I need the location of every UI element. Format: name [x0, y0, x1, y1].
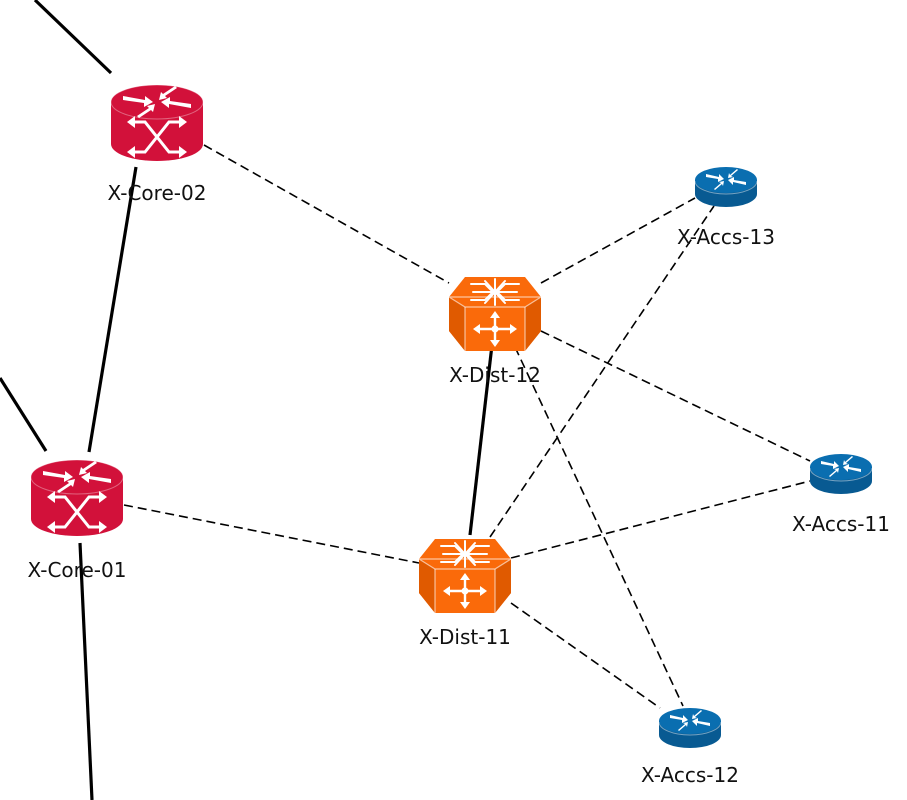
node-label: X-Accs-13: [677, 225, 775, 249]
link-dist11-accs13[interactable]: [489, 205, 715, 538]
link-core02-dist12[interactable]: [203, 144, 450, 284]
link-core02-core01[interactable]: [87, 166, 138, 453]
nodes-layer: X-Core-02 X-Core-01: [28, 84, 890, 787]
core-router-icon[interactable]: [110, 84, 204, 161]
link-dist12-accs13[interactable]: [540, 197, 696, 284]
node-accs13[interactable]: X-Accs-13: [677, 167, 775, 249]
link-dist12-accs11[interactable]: [540, 330, 811, 462]
node-dist11[interactable]: X-Dist-11: [416, 539, 514, 649]
access-router-icon[interactable]: [694, 167, 758, 207]
link-dist12-dist11[interactable]: [468, 344, 494, 536]
link-offscreen-left-core01[interactable]: [0, 377, 48, 452]
node-dist12[interactable]: X-Dist-12: [446, 277, 544, 387]
link-dist11-accs11[interactable]: [510, 480, 811, 559]
node-label: X-Dist-11: [419, 625, 511, 649]
access-router-icon[interactable]: [809, 454, 873, 494]
node-label: X-Core-02: [108, 181, 207, 205]
node-label: X-Core-01: [28, 558, 127, 582]
node-core02[interactable]: X-Core-02: [108, 84, 207, 205]
link-dist11-accs12[interactable]: [510, 602, 661, 709]
link-offscreen-top-left-core02[interactable]: [33, 0, 113, 75]
link-core01-offscreen-bottom[interactable]: [78, 542, 94, 800]
access-router-icon[interactable]: [658, 708, 722, 748]
core-router-icon[interactable]: [30, 459, 124, 536]
node-core01[interactable]: X-Core-01: [28, 459, 127, 582]
node-label: X-Accs-11: [792, 512, 890, 536]
links-layer: [0, 0, 811, 800]
node-accs11[interactable]: X-Accs-11: [792, 454, 890, 536]
node-label: X-Accs-12: [641, 763, 739, 787]
node-accs12[interactable]: X-Accs-12: [641, 708, 739, 787]
link-dist12-accs12[interactable]: [514, 346, 684, 707]
distribution-switch-icon[interactable]: [446, 277, 544, 351]
link-core01-dist11[interactable]: [123, 504, 420, 564]
distribution-switch-icon[interactable]: [416, 539, 514, 613]
node-label: X-Dist-12: [449, 363, 541, 387]
